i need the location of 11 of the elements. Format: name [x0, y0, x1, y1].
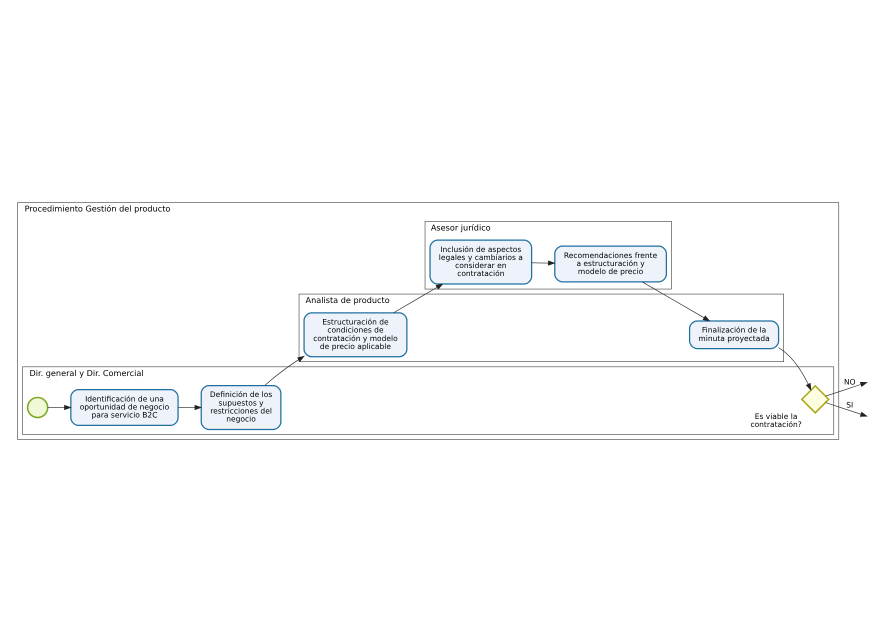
- arrow: [46, 404, 72, 410]
- node-diamond: [800, 384, 830, 414]
- node-circle: [26, 396, 48, 418]
- arrow: [177, 404, 202, 410]
- arrow: [530, 260, 556, 266]
- arrow: [392, 283, 443, 313]
- arrow: [824, 402, 868, 416]
- arrow: [641, 281, 710, 321]
- arrow: [824, 382, 868, 396]
- arrow: [778, 346, 811, 390]
- arrow: [264, 355, 304, 386]
